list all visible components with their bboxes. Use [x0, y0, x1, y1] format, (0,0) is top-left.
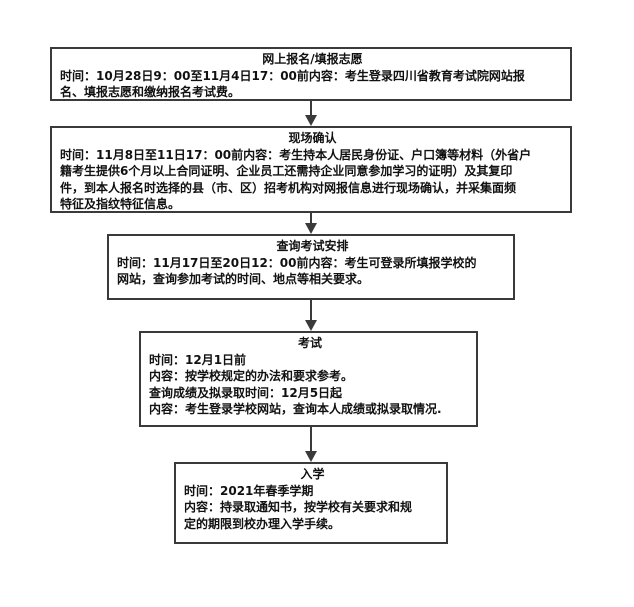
step-exam-title: 考试 — [297, 336, 322, 350]
step-exam-line-2: 内容：按学校规定的办法和要求参考。 — [149, 369, 354, 383]
step-schedule-line-2: 网站，查询参加考试的时间、地点等相关要求。 — [117, 272, 370, 286]
step-register-line-2: 名、填报志愿和缴纳报名考试费。 — [60, 85, 241, 99]
step-schedule: 查询考试安排 时间：11月17日至20日12：00前内容：考生可登录所填报学校的… — [107, 234, 515, 300]
step-confirm-line-4: 特征及指纹特征信息。 — [60, 197, 181, 211]
step-exam: 考试 时间：12月1日前 内容：按学校规定的办法和要求参考。 查询成绩及拟录取时… — [139, 331, 478, 427]
step-enroll-line-1: 时间：2021年春季学期 — [184, 483, 314, 498]
step-schedule-title: 查询考试安排 — [276, 239, 349, 253]
step-enroll-line-2: 内容：持录取通知书，按学校有关要求和规 — [184, 500, 413, 514]
step-enroll-line-3: 定的期限到校办理入学手续。 — [184, 516, 341, 531]
step-confirm-line-2: 籍考生提供6个月以上合同证明、企业员工还需持企业同意参加学习的证明）及其复印 — [60, 164, 513, 178]
step-exam-line-3: 查询成绩及拟录取时间：12月5日起 — [149, 385, 343, 400]
step-register-title: 网上报名/填报志愿 — [262, 52, 363, 66]
step-confirm-line-3: 件，到本人报名时选择的县（市、区）招考机构对网报信息进行现场确认，并采集面频 — [60, 180, 517, 195]
step-enroll-title: 入学 — [300, 467, 325, 481]
step-register: 网上报名/填报志愿 时间：10月28日9：00至11月4日17：00前内容：考生… — [50, 47, 572, 101]
step-exam-line-1: 时间：12月1日前 — [149, 352, 247, 367]
step-schedule-line-1: 时间：11月17日至20日12：00前内容：考生可登录所填报学校的 — [117, 255, 477, 270]
step-register-line-1: 时间：10月28日9：00至11月4日17：00前内容：考生登录四川省教育考试院… — [60, 68, 525, 83]
step-confirm-line-1: 时间：11月8日至11日17：00前内容：考生持本人居民身份证、户口簿等材料（外… — [60, 147, 532, 162]
step-enroll: 入学 时间：2021年春季学期 内容：持录取通知书，按学校有关要求和规 定的期限… — [174, 462, 448, 544]
arrow-2-head — [305, 223, 317, 234]
step-confirm-title: 现场确认 — [288, 131, 337, 145]
arrow-1-head — [305, 115, 317, 126]
arrow-4-head — [305, 451, 317, 462]
step-confirm: 现场确认 时间：11月8日至11日17：00前内容：考生持本人居民身份证、户口簿… — [50, 126, 572, 213]
arrow-3-head — [305, 320, 317, 331]
step-exam-line-4: 内容：考生登录学校网站，查询本人成绩或拟录取情况. — [149, 402, 442, 416]
